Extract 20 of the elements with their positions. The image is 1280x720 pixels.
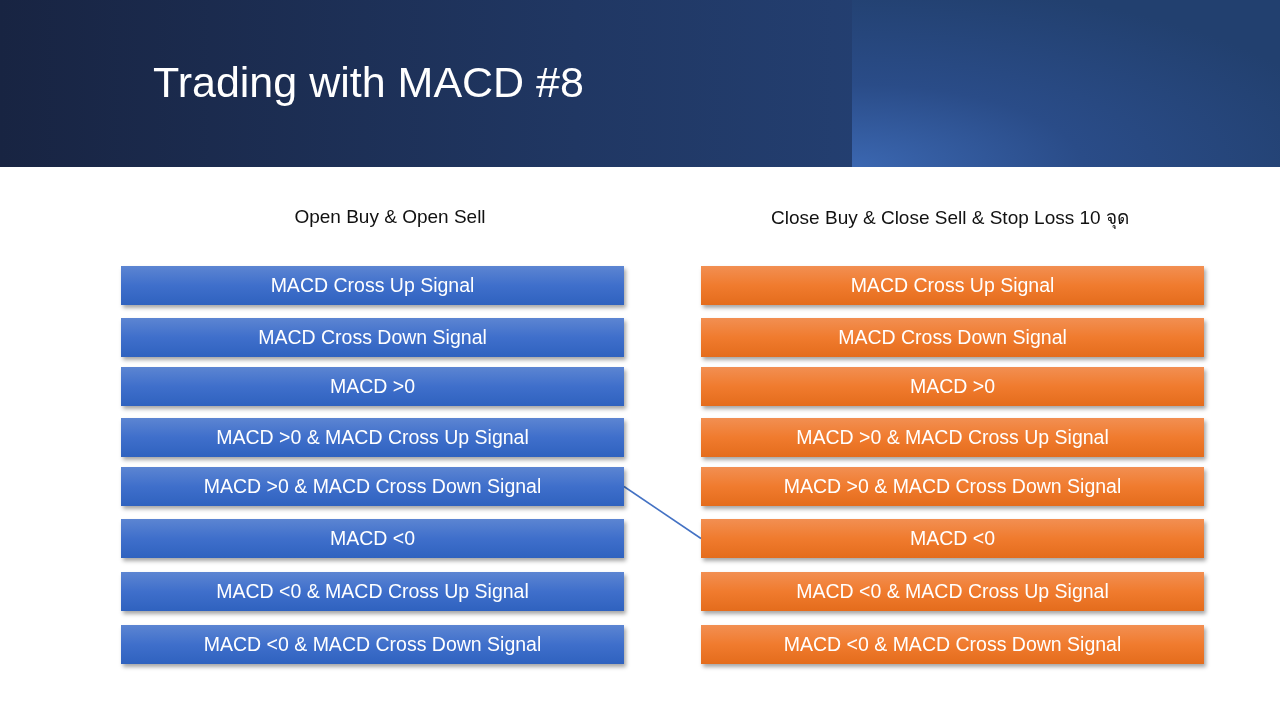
signal-box: MACD >0: [121, 367, 624, 406]
signal-box: MACD >0 & MACD Cross Up Signal: [701, 418, 1204, 457]
signal-box: MACD >0 & MACD Cross Down Signal: [701, 467, 1204, 506]
signal-box: MACD <0: [121, 519, 624, 558]
signal-box: MACD <0 & MACD Cross Up Signal: [121, 572, 624, 611]
connector-line: [623, 485, 702, 540]
signal-box: MACD <0 & MACD Cross Down Signal: [121, 625, 624, 664]
signal-box: MACD >0: [701, 367, 1204, 406]
signal-box: MACD Cross Down Signal: [121, 318, 624, 357]
slide-title: Trading with MACD #8: [153, 57, 584, 108]
signal-box: MACD Cross Up Signal: [701, 266, 1204, 305]
signal-box: MACD Cross Down Signal: [701, 318, 1204, 357]
signal-box: MACD <0: [701, 519, 1204, 558]
signal-box: MACD >0 & MACD Cross Down Signal: [121, 467, 624, 506]
column-heading: Close Buy & Close Sell & Stop Loss 10 จุด: [771, 206, 1129, 231]
signal-box: MACD <0 & MACD Cross Up Signal: [701, 572, 1204, 611]
signal-box: MACD Cross Up Signal: [121, 266, 624, 305]
column-heading: Open Buy & Open Sell: [294, 205, 486, 229]
signal-box: MACD >0 & MACD Cross Up Signal: [121, 418, 624, 457]
signal-box: MACD <0 & MACD Cross Down Signal: [701, 625, 1204, 664]
